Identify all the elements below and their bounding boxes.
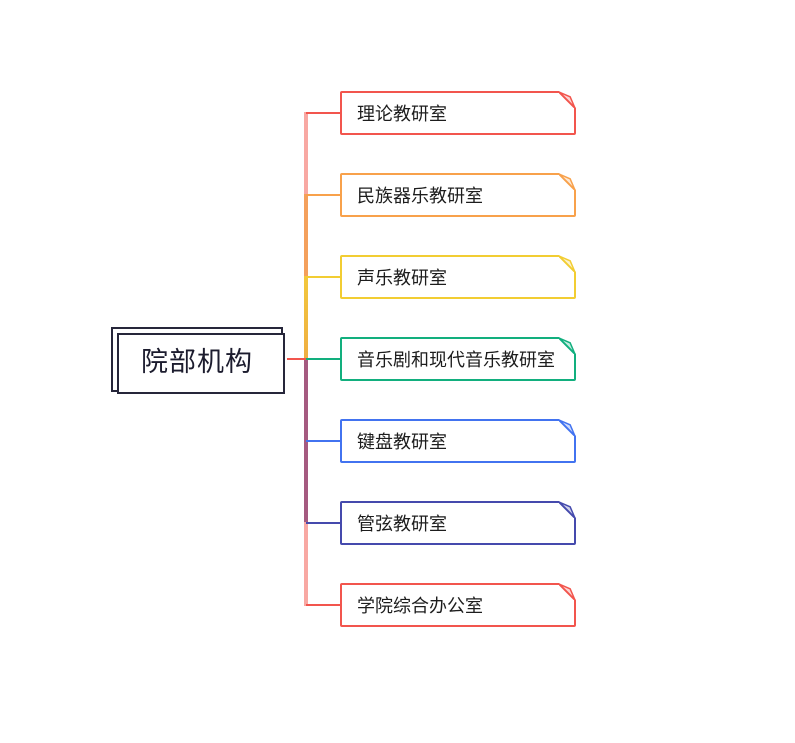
topic-node[interactable]: 管弦教研室 [340, 501, 576, 545]
topic-node[interactable]: 民族器乐教研室 [340, 173, 576, 217]
topic-node-label: 管弦教研室 [357, 514, 447, 534]
folded-corner-icon [559, 583, 576, 600]
root-node[interactable]: 院部机构 [111, 327, 285, 394]
folded-corner-icon [559, 91, 576, 108]
topic-node-label: 键盘教研室 [357, 432, 447, 452]
connector-trunk-segment-2 [304, 194, 308, 276]
connector-branch-line [306, 522, 340, 524]
folded-corner-icon [559, 173, 576, 190]
connector-root-line [287, 358, 306, 360]
topic-node[interactable]: 理论教研室 [340, 91, 576, 135]
folded-corner-icon [559, 419, 576, 436]
root-node-label: 院部机构 [141, 347, 253, 377]
folded-corner-icon [559, 255, 576, 272]
topic-node[interactable]: 学院综合办公室 [340, 583, 576, 627]
topic-node[interactable]: 键盘教研室 [340, 419, 576, 463]
connector-trunk-segment-5 [304, 522, 308, 606]
connector-branch-line [306, 112, 340, 114]
connector-branch-line [306, 604, 340, 606]
connector-trunk-segment-3 [304, 276, 308, 358]
topic-node[interactable]: 声乐教研室 [340, 255, 576, 299]
connector-branch-line [306, 194, 340, 196]
topic-node-label: 理论教研室 [357, 104, 447, 124]
folded-corner-icon [559, 501, 576, 518]
connector-branch-line [306, 276, 340, 278]
connector-trunk-segment-1 [304, 112, 308, 194]
topic-node-label: 音乐剧和现代音乐教研室 [357, 350, 555, 370]
topic-node[interactable]: 音乐剧和现代音乐教研室 [340, 337, 576, 381]
topic-node-label: 学院综合办公室 [357, 596, 483, 616]
connector-branch-line [306, 440, 340, 442]
topic-node-label: 声乐教研室 [357, 268, 447, 288]
connector-branch-line [306, 358, 340, 360]
topic-node-label: 民族器乐教研室 [357, 186, 483, 206]
folded-corner-icon [559, 337, 576, 354]
